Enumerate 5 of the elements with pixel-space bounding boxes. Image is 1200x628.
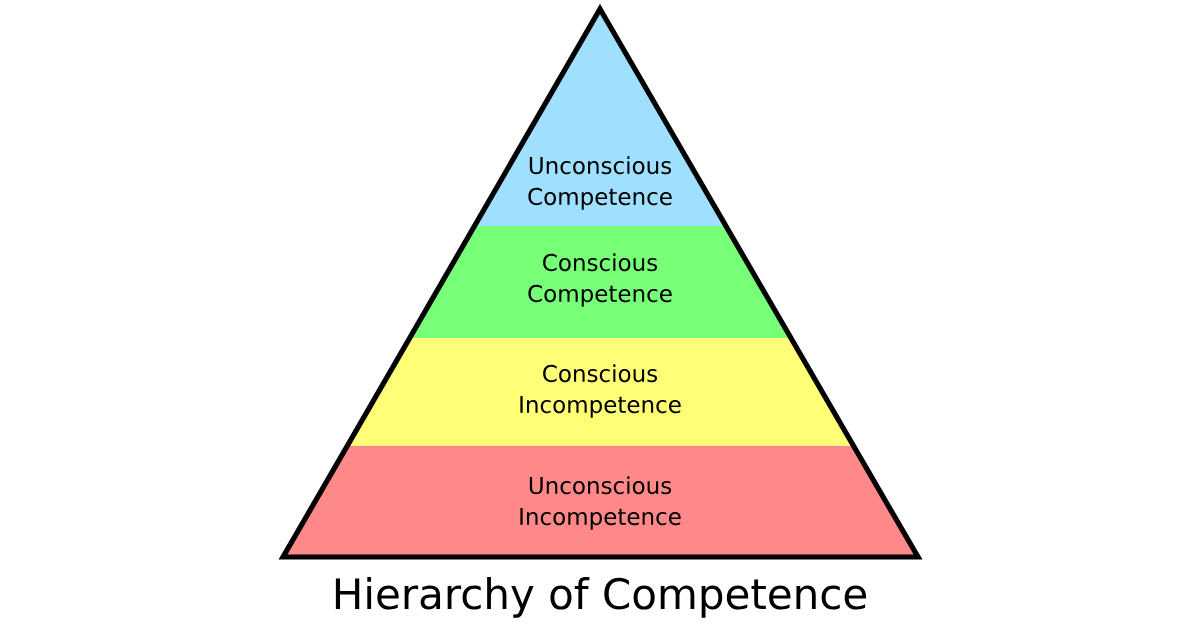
pyramid-band: Unconscious Incompetence <box>283 446 918 557</box>
pyramid-band: Conscious Incompetence <box>347 338 854 446</box>
pyramid-band: Unconscious Competence <box>474 9 726 226</box>
diagram-title: Hierarchy of Competence <box>335 577 866 618</box>
pyramid-band: Conscious Competence <box>409 226 791 338</box>
